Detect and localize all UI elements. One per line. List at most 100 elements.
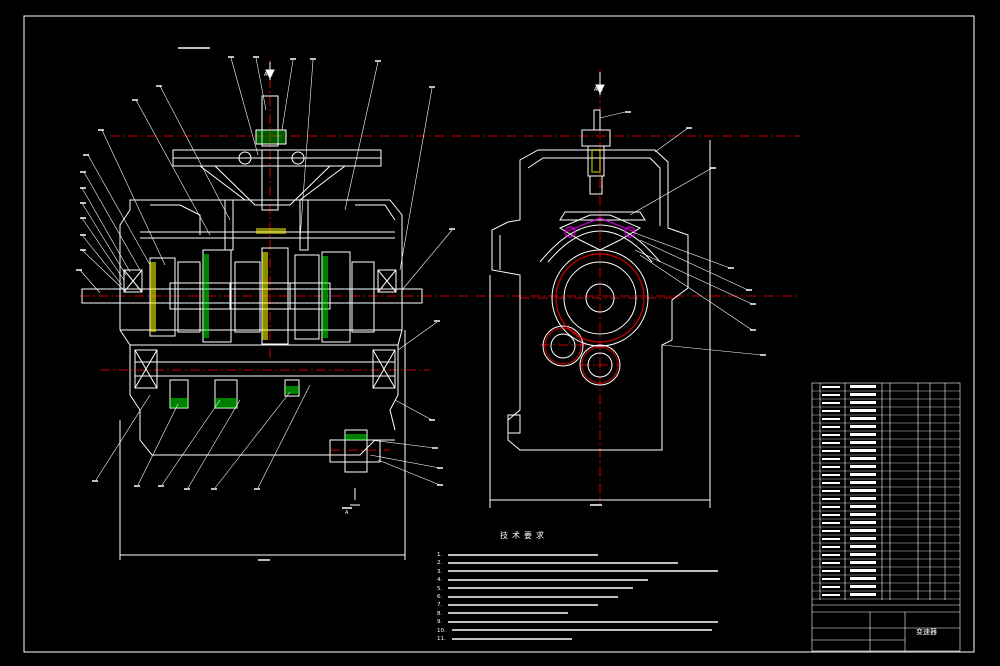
parts-list-cell-text: [822, 538, 840, 540]
parts-list-cell-text: [822, 426, 840, 428]
parts-list-cell-text: [850, 457, 876, 460]
requirement-item: 11.: [437, 635, 797, 643]
section-label-right: A-A: [594, 87, 603, 93]
parts-list-cell-text: [850, 481, 876, 484]
parts-list-cell-text: [850, 393, 876, 396]
parts-list-cell-text: [822, 514, 840, 516]
parts-list-cell-text: [850, 489, 876, 492]
right-section-marker: [595, 72, 605, 95]
parts-list-cell-text: [822, 402, 840, 404]
parts-list-cell-text: [822, 570, 840, 572]
parts-list-cell-text: [850, 577, 876, 580]
parts-list-cell-text: [850, 529, 876, 532]
parts-list-cell-text: [822, 586, 840, 588]
requirement-number: 10.: [437, 627, 446, 634]
section-label-top: A-A: [264, 72, 273, 78]
parts-list-cell-text: [850, 521, 876, 524]
parts-list-cell-text: [850, 433, 876, 436]
right-section-view: [489, 109, 711, 508]
requirement-item: 10.: [437, 627, 797, 635]
requirement-number: 5.: [437, 585, 443, 592]
left-view-accents: [150, 228, 367, 440]
requirement-item: 5.: [437, 585, 797, 593]
parts-list-cell-text: [850, 561, 876, 564]
requirement-text-illegible: [448, 603, 599, 606]
parts-list-cell-text: [822, 578, 840, 580]
parts-list-cell-text: [850, 473, 876, 476]
parts-list-cell-text: [822, 410, 840, 412]
requirement-number: 3.: [437, 568, 443, 575]
parts-list-cell-text: [850, 449, 876, 452]
parts-list-cell-text: [850, 409, 876, 412]
outer-frame: [23, 15, 975, 653]
parts-list-cell-text: [850, 505, 876, 508]
parts-list-cell-text: [822, 546, 840, 548]
requirement-number: 1.: [437, 552, 443, 558]
parts-list-cell-text: [822, 466, 840, 468]
requirement-text-illegible: [448, 553, 599, 556]
parts-list-cell-text: [822, 386, 840, 388]
parts-list-cell-text: [822, 490, 840, 492]
title-block-name: 变速器: [916, 627, 937, 636]
requirement-number: 4.: [437, 577, 443, 584]
requirement-item: 2.: [437, 559, 797, 567]
parts-list-text-fill: [822, 385, 876, 596]
parts-list-cell-text: [850, 385, 876, 388]
requirement-item: 3.: [437, 568, 797, 576]
parts-list-cell-text: [850, 465, 876, 468]
parts-list-cell-text: [850, 537, 876, 540]
parts-list-cell-text: [822, 498, 840, 500]
requirement-text-illegible: [448, 570, 719, 573]
requirement-text-illegible: [448, 587, 634, 590]
parts-list-table: [811, 382, 961, 652]
requirement-text-illegible: [448, 561, 679, 564]
parts-list-cell-text: [850, 545, 876, 548]
requirement-item: 6.: [437, 593, 797, 601]
requirement-number: 2.: [437, 560, 443, 567]
right-part-number-tags: [590, 111, 766, 506]
right-leader-lines: [599, 111, 763, 356]
parts-list-cell-text: [822, 506, 840, 508]
requirement-item: 1.: [437, 551, 797, 559]
parts-list-cell-text: [850, 553, 876, 556]
parts-list-cell-text: [822, 522, 840, 524]
requirement-text-illegible: [448, 620, 719, 623]
requirement-item: 8.: [437, 610, 797, 618]
left-part-number-tags: [76, 47, 455, 561]
parts-list-rows: [812, 390, 960, 600]
requirement-text-illegible: [451, 637, 572, 640]
requirement-text-illegible: [448, 595, 619, 598]
parts-list-cell-text: [850, 585, 876, 588]
requirement-number: 11.: [437, 636, 446, 643]
left-section-markers: [265, 62, 360, 506]
technical-requirements-title: 技术要求: [500, 531, 548, 540]
parts-list-cell-text: [850, 497, 876, 500]
parts-list-cell-text: [850, 401, 876, 404]
parts-list-cell-text: [822, 594, 840, 596]
left-section-view: [81, 95, 423, 560]
left-leader-lines: [79, 57, 453, 489]
requirement-number: 6.: [437, 594, 443, 601]
requirement-number: 8.: [437, 610, 443, 617]
requirement-number: 9.: [437, 619, 443, 626]
requirement-number: 7.: [437, 602, 443, 609]
parts-list-cell-text: [822, 530, 840, 532]
requirement-item: 4.: [437, 576, 797, 584]
requirement-text-illegible: [448, 578, 649, 581]
parts-list-cell-text: [850, 569, 876, 572]
parts-list-cell-text: [850, 417, 876, 420]
parts-list-cell-text: [822, 474, 840, 476]
parts-list-cell-text: [850, 441, 876, 444]
right-view-accents: [544, 149, 645, 384]
parts-list-cell-text: [822, 418, 840, 420]
section-mark-bottom: A: [345, 510, 349, 516]
requirement-item: 9.: [437, 618, 797, 626]
parts-list-cell-text: [822, 458, 840, 460]
parts-list-cell-text: [822, 442, 840, 444]
parts-list-cell-text: [822, 434, 840, 436]
parts-list-cell-text: [850, 593, 876, 596]
parts-list-cell-text: [850, 513, 876, 516]
requirement-item: 7.: [437, 601, 797, 609]
parts-list-cell-text: [850, 425, 876, 428]
